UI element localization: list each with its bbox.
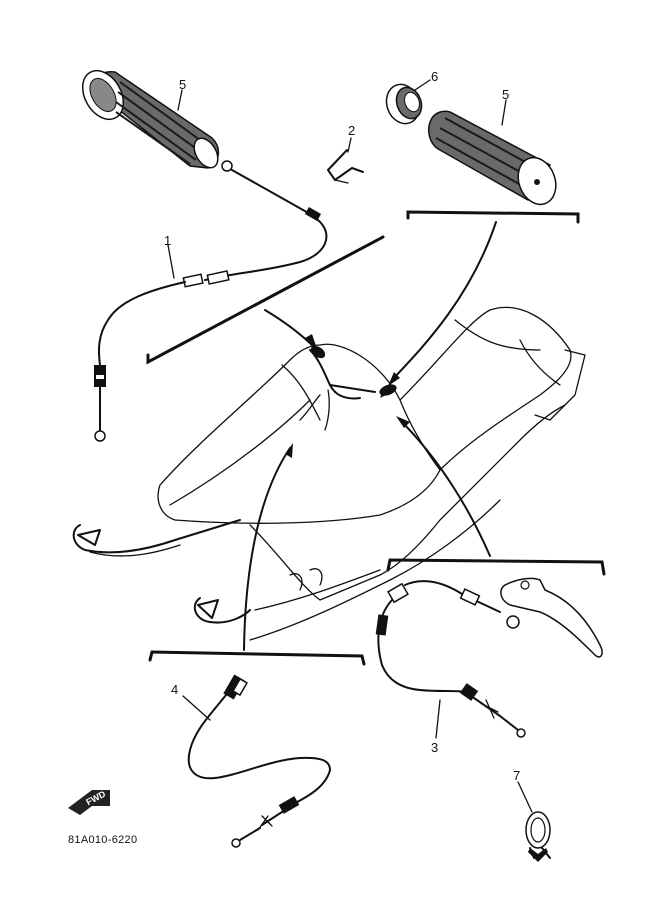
callout-4: 4 — [171, 682, 178, 697]
hose-clamp — [525, 811, 551, 862]
callout-7: 7 — [513, 768, 520, 783]
brake-lever — [500, 577, 603, 658]
callout-6: 6 — [431, 69, 438, 84]
callout-3: 3 — [431, 740, 438, 755]
callout-leaders — [167, 79, 533, 813]
leader-arrows — [243, 221, 497, 651]
handlebar-grip-right — [428, 110, 557, 206]
group-bracket-throttle — [146, 235, 385, 365]
callout-labels: 1 2 3 4 5 5 6 7 — [164, 69, 520, 783]
choke-cable — [187, 674, 331, 848]
group-bracket-brake — [386, 558, 606, 576]
cable-clip — [327, 149, 364, 184]
handlebar-grip-left — [81, 70, 220, 169]
brake-cable — [375, 580, 526, 738]
callout-2: 2 — [348, 123, 355, 138]
callout-5-left: 5 — [179, 77, 186, 92]
callout-1: 1 — [164, 233, 171, 248]
group-bracket-choke — [148, 650, 366, 666]
forward-direction-mark: FWD — [68, 789, 110, 815]
grip-collar — [385, 83, 423, 125]
group-bracket-grips — [406, 210, 580, 224]
callout-5-right: 5 — [502, 87, 509, 102]
throttle-cable — [94, 160, 328, 442]
figure-code: 81A010-6220 — [68, 834, 137, 846]
